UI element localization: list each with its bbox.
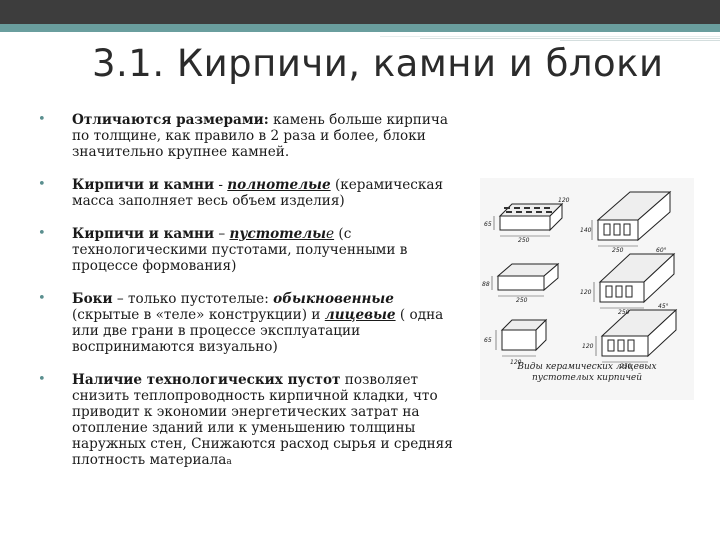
bullet-bold: Боки: [72, 291, 113, 307]
brick-drawing: [496, 262, 560, 292]
bullet-emphasis: обыкновенные: [273, 291, 394, 307]
bullet-text-tail: а: [226, 457, 232, 467]
dimension-label: 120: [582, 343, 594, 350]
dimension-label: 60°: [656, 247, 667, 254]
dimension-label: 140: [580, 227, 592, 234]
bullet-item: • Кирпичи и камни - полнотелые (керамиче…: [38, 177, 458, 209]
figure-caption: Виды керамических лицевых пустотелых кир…: [480, 362, 694, 384]
top-bar: [0, 0, 720, 24]
bullet-icon: •: [38, 372, 46, 387]
figure-caption-line: пустотелых кирпичей: [531, 373, 643, 383]
bullet-item: • Отличаются размерами: камень больше ки…: [38, 112, 458, 160]
bullet-item: • Наличие технологических пустот позволя…: [38, 372, 458, 470]
bullet-emphasis: лицевые: [324, 307, 396, 323]
bullet-text: – только пустотелые:: [112, 291, 274, 307]
bullet-emphasis-tail: е: [326, 226, 335, 242]
dimension-label: 65: [484, 337, 492, 344]
dimension-label: 250: [618, 309, 630, 316]
bullet-bold: Наличие технологических пустот: [72, 372, 341, 388]
brick-drawings-figure: 65 250 120 140 250 88 250 60° 120 250 45…: [480, 178, 694, 400]
slide-title: 3.1. Кирпичи, камни и блоки: [92, 42, 664, 85]
dimension-label: 250: [518, 237, 530, 244]
bullet-bold: Кирпичи и камни: [72, 177, 215, 193]
dimension-label: 250: [516, 297, 528, 304]
top-accent-bar: [0, 24, 720, 32]
bullet-icon: •: [38, 291, 46, 306]
dimension-label: 250: [612, 247, 624, 254]
bullet-text: –: [214, 226, 230, 242]
bullet-text: ( одна или две грани в процессе эксплуат…: [72, 307, 444, 355]
dimension-label: 250: [620, 363, 632, 370]
bullet-item: • Боки – только пустотелые: обыкновенные…: [38, 291, 458, 355]
bullet-text: (керамическая масса заполняет весь объем…: [72, 177, 444, 209]
dimension-label: 88: [482, 281, 490, 288]
dimension-label: 45°: [658, 303, 669, 310]
deco-line: [420, 38, 720, 39]
bullet-text: -: [214, 177, 228, 193]
deco-line: [380, 36, 720, 37]
bullet-bold: Кирпичи и камни: [72, 226, 215, 242]
brick-drawing: [498, 202, 564, 232]
bullet-text: (с технологическими пустотами, полученны…: [72, 226, 408, 274]
dimension-label: 120: [510, 359, 522, 366]
bullet-icon: •: [38, 177, 46, 192]
dimension-label: 120: [558, 197, 570, 204]
bullet-text: камень больше кирпича по толщине, как пр…: [72, 112, 448, 160]
deco-line: [560, 40, 720, 41]
bullet-list: • Отличаются размерами: камень больше ки…: [38, 112, 458, 487]
bullet-text: позволяет снизить теплопроводность кирпи…: [72, 372, 453, 468]
bullet-text: (скрытые в «теле» конструкции) и: [72, 307, 325, 323]
figure-caption-line: Виды керамических лицевых: [517, 362, 657, 372]
bullet-emphasis: полнотелые: [227, 177, 331, 193]
bullet-icon: •: [38, 112, 46, 127]
brick-drawing: [598, 252, 676, 304]
brick-drawing: [596, 190, 672, 242]
bullet-icon: •: [38, 226, 46, 241]
dimension-label: 65: [484, 221, 492, 228]
bullet-bold: Отличаются размерами:: [72, 112, 269, 128]
dimension-label: 120: [580, 289, 592, 296]
bullet-item: • Кирпичи и камни – пустотелые (с технол…: [38, 226, 458, 274]
bullet-emphasis: пустотелы: [229, 226, 327, 242]
brick-drawing: [600, 308, 678, 358]
brick-drawing: [500, 318, 548, 352]
